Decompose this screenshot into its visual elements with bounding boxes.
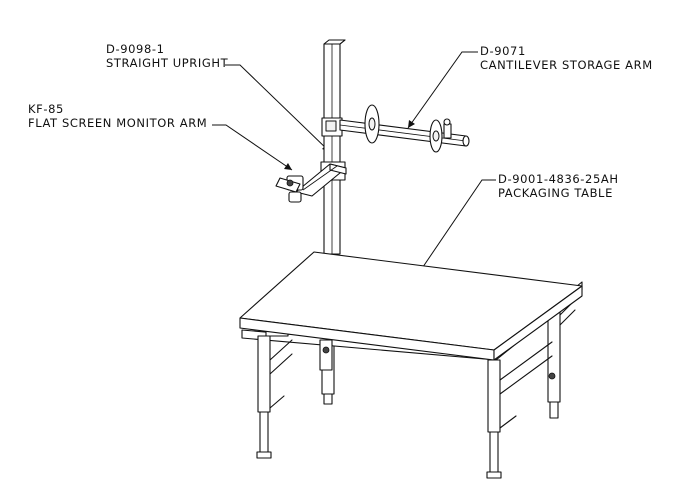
packaging-table [239,251,583,479]
flat-screen-monitor-arm [275,163,347,203]
upright-description: STRAIGHT UPRIGHT [106,56,229,70]
leader-cantilever [407,51,478,129]
monitor-arm-description: FLAT SCREEN MONITOR ARM [28,116,208,130]
cantilever-description: CANTILEVER STORAGE ARM [480,58,653,72]
upright-part-number: D-9098-1 [106,42,165,56]
table-part-number: D-9001-4836-25AH [498,172,619,186]
table-description: PACKAGING TABLE [498,186,613,200]
cantilever-storage-arm [339,104,470,153]
callout-table: D-9001-4836-25AH PACKAGING TABLE [498,172,619,200]
callout-monitor-arm: KF-85 FLAT SCREEN MONITOR ARM [28,102,207,130]
callout-upright: D-9098-1 STRAIGHT UPRIGHT [106,42,228,70]
monitor-arm-part-number: KF-85 [28,102,64,116]
callout-cantilever: D-9071 CANTILEVER STORAGE ARM [480,44,653,72]
leader-upright [225,64,331,153]
leader-monitor-arm [212,124,293,171]
cantilever-part-number: D-9071 [480,44,526,58]
straight-upright [320,39,346,255]
